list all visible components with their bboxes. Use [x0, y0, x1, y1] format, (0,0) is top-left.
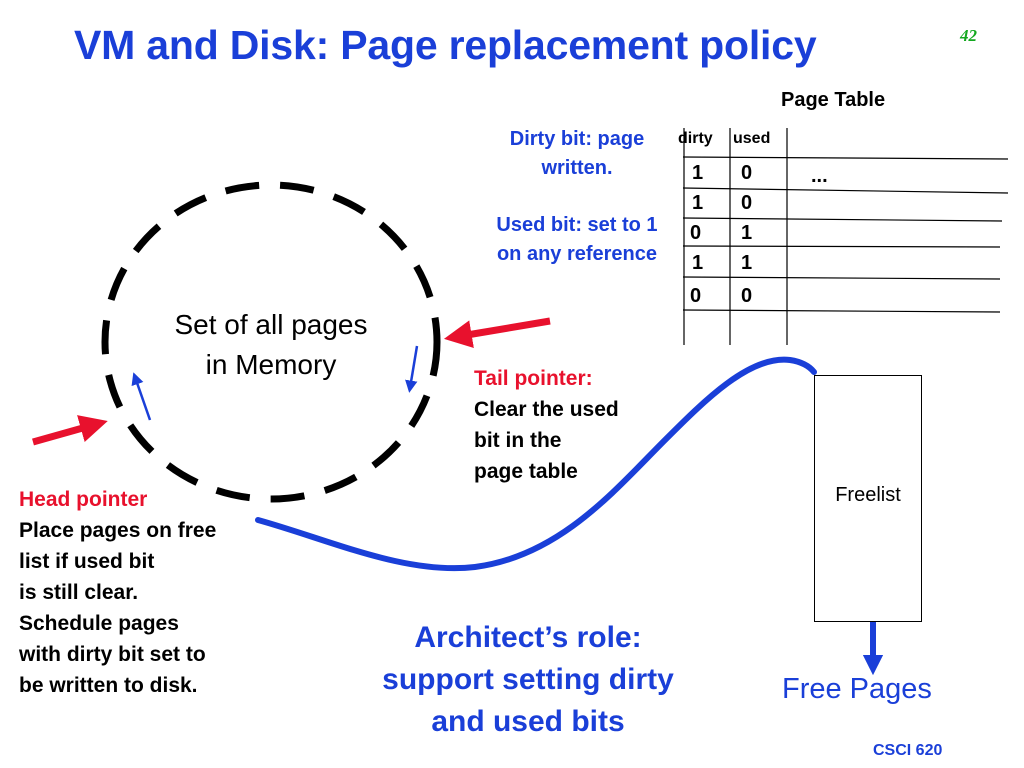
freelist-label: Freelist	[835, 484, 901, 506]
dirty-cell: 1	[692, 252, 704, 274]
slide-title: VM and Disk: Page replacement policy	[74, 22, 817, 68]
freelist-connector-curve	[255, 356, 817, 572]
head-pointer-description: Head pointer Place pages on free list if…	[19, 484, 216, 701]
memory-set-label: Set of all pages in Memory	[140, 305, 402, 385]
page-table-title: Page Table	[781, 89, 886, 111]
memory-set-line: in Memory	[205, 349, 337, 380]
free-pages-label: Free Pages	[782, 673, 932, 705]
tail-pointer-label: Tail pointer:	[474, 367, 593, 390]
head-pointer-line: Schedule pages	[19, 612, 179, 635]
tail-pointer-arrow	[443, 317, 551, 349]
head-pointer-label: Head pointer	[19, 488, 148, 511]
memory-circle	[101, 181, 441, 503]
architect-role-line: Architect’s role:	[414, 621, 642, 654]
used-cell: 0	[741, 285, 753, 307]
dirty-cell: 1	[692, 162, 704, 184]
used-cell: 0	[741, 162, 753, 184]
used-column-header: used	[733, 130, 771, 147]
head-pointer-line: list if used bit	[19, 550, 155, 573]
used-cell: 1	[741, 222, 753, 244]
dirty-column-header: dirty	[678, 130, 713, 147]
tail-pointer-line: bit in the	[474, 429, 562, 452]
head-pointer-line: be written to disk.	[19, 674, 198, 697]
dirty-cell: 0	[690, 222, 702, 244]
architect-role-note: Architect’s role: support setting dirty …	[346, 617, 710, 743]
memory-set-line: Set of all pages	[174, 309, 368, 340]
dirty-cell: 0	[690, 285, 702, 307]
circle-direction-arrow-left	[131, 372, 152, 421]
head-pointer-line: with dirty bit set to	[19, 643, 206, 666]
used-cell: 1	[741, 252, 753, 274]
architect-role-line: and used bits	[431, 705, 625, 738]
used-bit-note: Used bit: set to 1 on any reference	[496, 214, 658, 265]
freelist-box	[814, 375, 922, 622]
course-footer: CSCI 620	[873, 742, 943, 759]
head-pointer-arrow	[32, 415, 108, 446]
slide-number: 42	[960, 26, 977, 45]
ellipsis-cell: ...	[811, 165, 828, 187]
tail-pointer-description: Tail pointer: Clear the used bit in the …	[474, 363, 619, 487]
architect-role-line: support setting dirty	[382, 663, 674, 696]
tail-pointer-line: page table	[474, 460, 578, 483]
circle-direction-arrow-right	[405, 345, 419, 393]
tail-pointer-line: Clear the used	[474, 398, 619, 421]
page-table-grid	[682, 128, 1009, 345]
head-pointer-line: Place pages on free	[19, 519, 217, 542]
dirty-bit-note: Dirty bit: page written.	[509, 128, 645, 179]
used-cell: 0	[741, 192, 753, 214]
head-pointer-line: is still clear.	[19, 581, 139, 604]
dirty-cell: 1	[692, 192, 704, 214]
